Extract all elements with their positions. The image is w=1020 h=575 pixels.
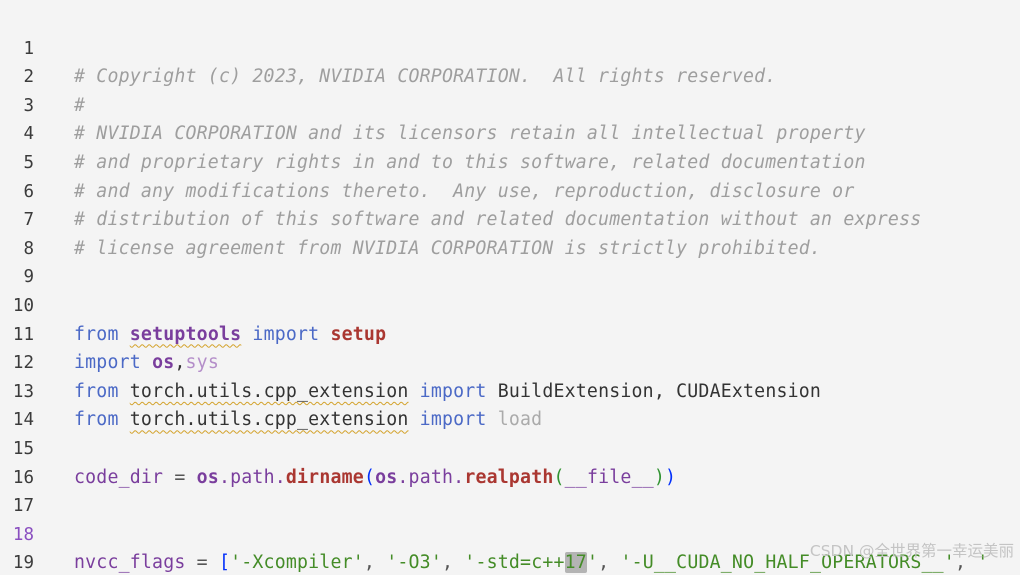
code-line-19[interactable]: 19 c_flags = ['-O3', '-std=c++17'] [0, 521, 1020, 573]
keyword-from: from [74, 323, 119, 345]
code-line-9[interactable]: 9 [0, 235, 1020, 287]
code-line-2[interactable]: 2 # [0, 35, 1020, 116]
code-line-7[interactable]: 7 # license agreement from NVIDIA CORPOR… [0, 178, 1020, 259]
function-call: realpath [464, 466, 554, 488]
code-line-1[interactable]: 1 # Copyright (c) 2023, NVIDIA CORPORATI… [0, 6, 1020, 88]
line-number: 3 [23, 95, 34, 116]
code-content: code_dir = os.path.dirname(os.path.realp… [74, 464, 676, 493]
comma: , [363, 552, 387, 574]
code-line-14[interactable]: 14 [0, 378, 1020, 430]
paren-close: ) [653, 466, 666, 488]
line-number-active: 18 [12, 524, 34, 545]
code-content: from setuptools import setup [74, 321, 386, 350]
variable-name: code_dir [74, 466, 164, 488]
search-highlight: 17 [564, 552, 587, 574]
line-number: 17 [12, 496, 34, 517]
keyword-from: from [74, 380, 119, 402]
attribute-ref: .path. [218, 466, 286, 488]
comment-text: # Copyright (c) 2023, NVIDIA CORPORATION… [74, 66, 777, 88]
unused-module-name: sys [185, 352, 219, 374]
line-number: 7 [23, 210, 34, 231]
line-number: 4 [23, 124, 34, 145]
comment-text: # and any modifications thereto. Any use… [74, 180, 855, 202]
dunder-file: __file__ [564, 466, 654, 488]
comment-text: # license agreement from NVIDIA CORPORAT… [74, 237, 822, 259]
string-literal: '-O3' [386, 552, 442, 574]
keyword-import: import [74, 352, 141, 374]
line-number: 12 [12, 353, 34, 374]
code-line-15[interactable]: 15 code_dir = os.path.dirname(os.path.re… [0, 406, 1020, 488]
keyword-from: from [74, 409, 119, 431]
line-number: 2 [23, 67, 34, 88]
keyword-import: import [419, 380, 487, 402]
keyword-import: import [419, 409, 487, 431]
code-content: from torch.utils.cpp_extension import lo… [74, 406, 542, 435]
code-line-3[interactable]: 3 # NVIDIA CORPORATION and its licensors… [0, 63, 1020, 145]
line-number: 19 [12, 553, 34, 574]
watermark: CSDN @全世界第一幸运美丽 [809, 542, 1014, 560]
line-number: 9 [23, 267, 34, 288]
module-ref: os [196, 466, 219, 488]
line-number: 11 [12, 324, 34, 345]
module-name-warning[interactable]: torch.utils.cpp_extension [129, 409, 409, 431]
keyword-import: import [252, 323, 320, 345]
comment-text: # NVIDIA CORPORATION and its licensors r… [74, 123, 866, 145]
comma: , [598, 552, 621, 574]
code-content: nvcc_flags = ['-Xcompiler', '-O3', '-std… [74, 549, 988, 575]
code-content: from torch.utils.cpp_extension import Bu… [74, 378, 821, 407]
string-literal: '-std=c++ [464, 552, 565, 574]
code-line-13[interactable]: 13 from torch.utils.cpp_extension import… [0, 349, 1020, 431]
line-number: 15 [12, 438, 34, 459]
string-quote: ' [586, 552, 599, 574]
comma: , [954, 552, 978, 574]
code-line-10[interactable]: 10 from setuptools import setup [0, 263, 1020, 345]
module-name-warning[interactable]: setuptools [129, 323, 242, 345]
line-number: 13 [12, 381, 34, 402]
code-content: import os,sys [74, 349, 219, 378]
code-line-16[interactable]: 16 [0, 435, 1020, 488]
function-call: dirname [285, 466, 364, 488]
comma: , [441, 552, 465, 574]
line-number: 8 [23, 238, 34, 259]
code-line-6[interactable]: 6 # distribution of this software and re… [0, 149, 1020, 231]
string-literal-truncated: ' [977, 552, 989, 574]
code-line-17[interactable]: 17 [0, 464, 1020, 516]
bracket-open: [ [218, 552, 231, 574]
imported-names: BuildExtension, CUDAExtension [497, 380, 822, 402]
code-line-5[interactable]: 5 # and any modifications thereto. Any u… [0, 120, 1020, 202]
code-line-8[interactable]: 8 [0, 206, 1020, 259]
comment-text: # and proprietary rights in and to this … [74, 151, 866, 173]
paren-open: ( [363, 466, 376, 488]
comment-text: # [74, 94, 86, 116]
code-line-4[interactable]: 4 # and proprietary rights in and to thi… [0, 92, 1020, 173]
string-literal: '-U__CUDA_NO_HALF_OPERATORS__' [620, 552, 955, 574]
attribute-ref: .path. [397, 466, 465, 488]
module-ref: os [375, 466, 398, 488]
operator: = [163, 466, 197, 488]
variable-name: nvcc_flags [74, 552, 186, 574]
code-line-18-active[interactable]: 18 nvcc_flags = ['-Xcompiler', '-O3', '-… [0, 492, 1020, 574]
unused-import-name: load [497, 409, 543, 431]
imported-name: setup [330, 323, 387, 345]
paren-open: ( [553, 466, 565, 488]
paren-close: ) [665, 466, 677, 488]
string-literal: '-Xcompiler' [230, 552, 364, 574]
line-number: 6 [23, 181, 34, 202]
operator: = [185, 552, 219, 574]
line-number: 14 [12, 410, 34, 431]
line-number: 10 [12, 295, 34, 316]
module-name-warning[interactable]: torch.utils.cpp_extension [129, 380, 409, 402]
code-line-12[interactable]: 12 from torch.utils.cpp_extension import… [0, 321, 1020, 402]
comma: , [174, 352, 186, 374]
code-line-11[interactable]: 11 import os,sys [0, 292, 1020, 374]
line-number: 1 [23, 38, 34, 59]
module-name: os [152, 352, 175, 374]
line-number: 5 [23, 152, 34, 173]
line-number: 16 [12, 467, 34, 488]
comment-text: # distribution of this software and rela… [74, 209, 922, 231]
